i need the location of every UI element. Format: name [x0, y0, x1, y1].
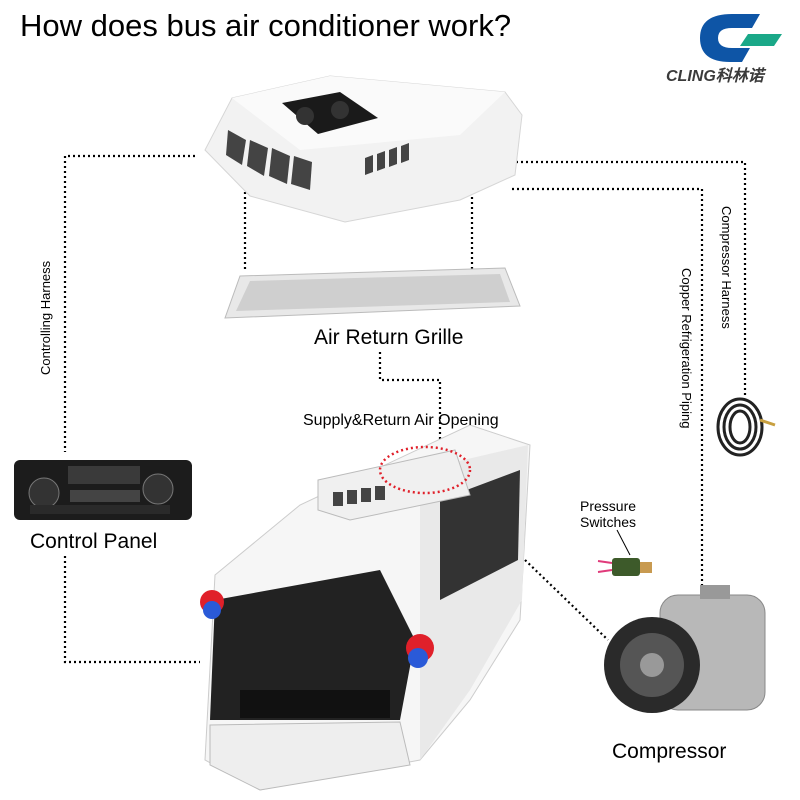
pressure-switch-image	[597, 529, 652, 576]
compressor-harness-label: Compressor Harness	[719, 206, 734, 329]
compressor-image	[604, 585, 766, 713]
bus-image	[200, 424, 531, 791]
cling-logo	[700, 14, 782, 62]
controlling-harness-line	[63, 154, 195, 452]
compressor-harness-line	[486, 160, 747, 395]
air-return-grille-label: Air Return Grille	[314, 326, 464, 349]
pressure-switches-line2: Switches	[580, 514, 637, 530]
logo-text: CLING科林诺	[666, 68, 764, 85]
control-panel-label: Control Panel	[30, 530, 158, 553]
copper-piping-label: Copper Refrigeration Piping	[679, 268, 694, 429]
ac-unit-image	[204, 75, 523, 223]
page-title: How does bus air conditioner work?	[20, 8, 512, 43]
control-panel-to-bus-line	[63, 556, 200, 664]
supply-return-opening-label: Supply&Return Air Opening	[303, 412, 499, 429]
air-return-grille-image	[224, 267, 521, 319]
pressure-switches-label: Pressure Switches	[580, 498, 636, 530]
pressure-switches-line1: Pressure	[580, 498, 637, 514]
bus-to-compressor-line	[524, 559, 609, 641]
compressor-label: Compressor	[612, 740, 727, 763]
compressor-harness-image	[716, 397, 776, 457]
supply-return-opening-highlight	[378, 445, 472, 495]
connector-lines	[63, 154, 747, 664]
controlling-harness-label: Controlling Harness	[38, 260, 53, 375]
grille-to-opening-line	[378, 352, 442, 445]
copper-piping-line	[512, 187, 704, 590]
control-panel-image	[14, 460, 192, 520]
